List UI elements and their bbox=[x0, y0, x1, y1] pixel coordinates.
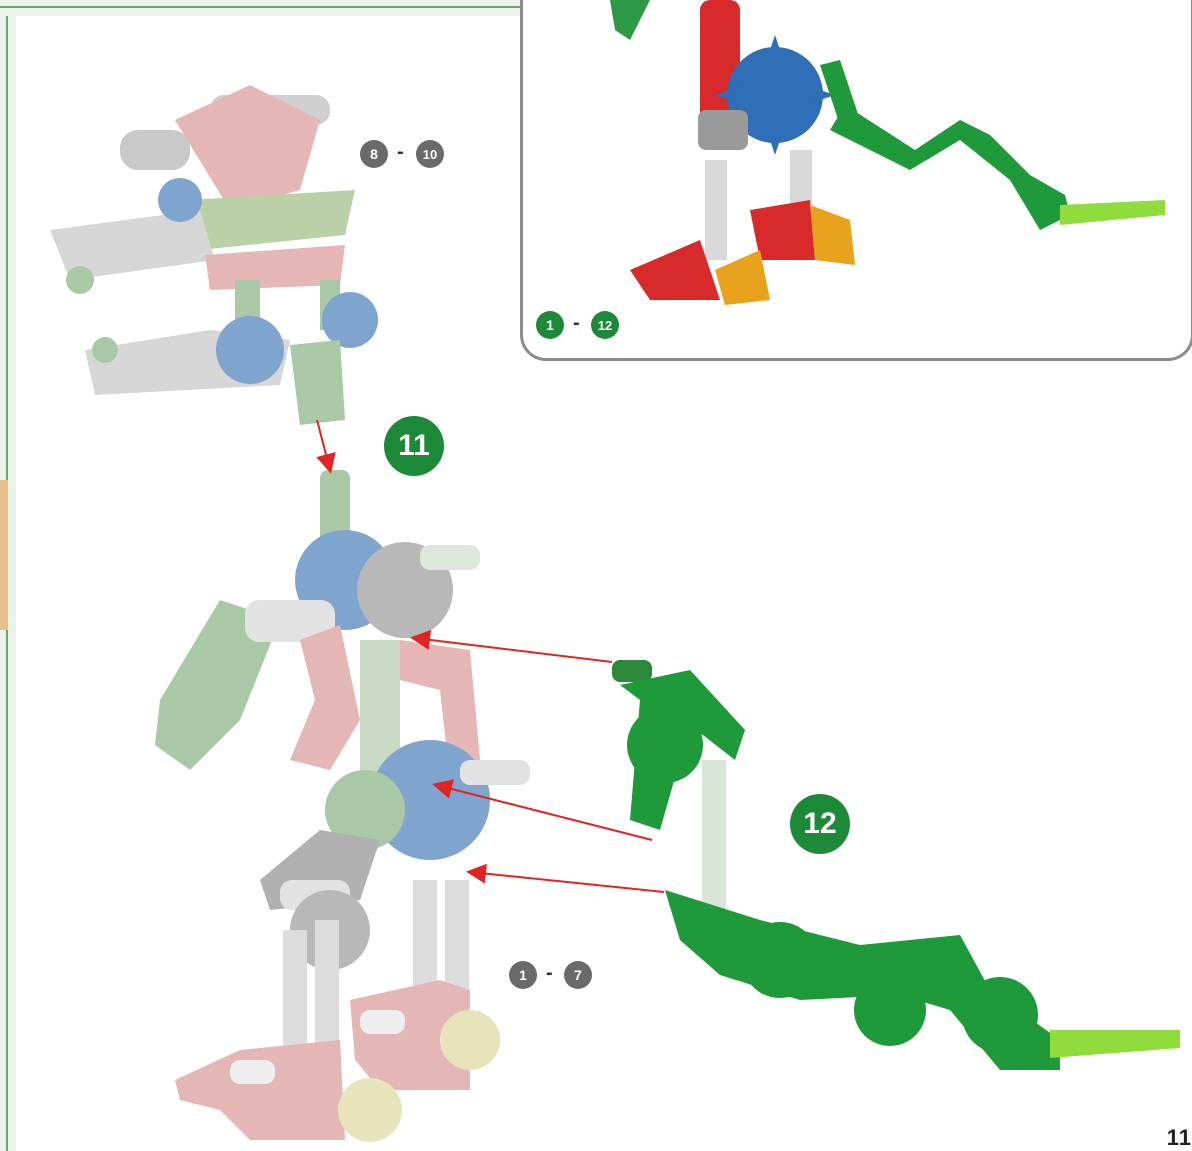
page-number: 11 bbox=[1166, 1125, 1192, 1150]
subassembly-top-end-badge: 10 bbox=[416, 140, 444, 168]
subassembly-bottom-end-badge: 7 bbox=[564, 961, 592, 989]
main-model-illustration bbox=[155, 470, 530, 1142]
inset-range-start-badge: 1 bbox=[536, 311, 564, 339]
step-12-badge: 12 bbox=[790, 794, 850, 854]
inset-range-separator: - bbox=[573, 312, 580, 334]
page-border-top bbox=[0, 0, 520, 16]
step-11-badge: 11 bbox=[384, 416, 444, 476]
arrow-step-12-c bbox=[466, 863, 665, 893]
subassembly-top-start-badge: 8 bbox=[360, 140, 388, 168]
assembly-arrows bbox=[316, 419, 665, 893]
subassembly-bottom-separator: - bbox=[546, 962, 553, 984]
arrow-step-11 bbox=[316, 419, 336, 474]
subassembly-top-separator: - bbox=[397, 141, 404, 163]
subassembly-8-10-illustration bbox=[50, 85, 378, 425]
inset-range-end-badge: 12 bbox=[591, 311, 619, 339]
side-tab bbox=[0, 480, 8, 630]
arrow-step-12-a bbox=[410, 629, 613, 663]
completed-model-inset bbox=[520, 0, 1192, 361]
tail-piece-illustration bbox=[612, 660, 1180, 1070]
arrow-step-12-b bbox=[432, 779, 653, 841]
subassembly-bottom-start-badge: 1 bbox=[509, 961, 537, 989]
inset-model-illustration bbox=[610, 0, 1165, 305]
